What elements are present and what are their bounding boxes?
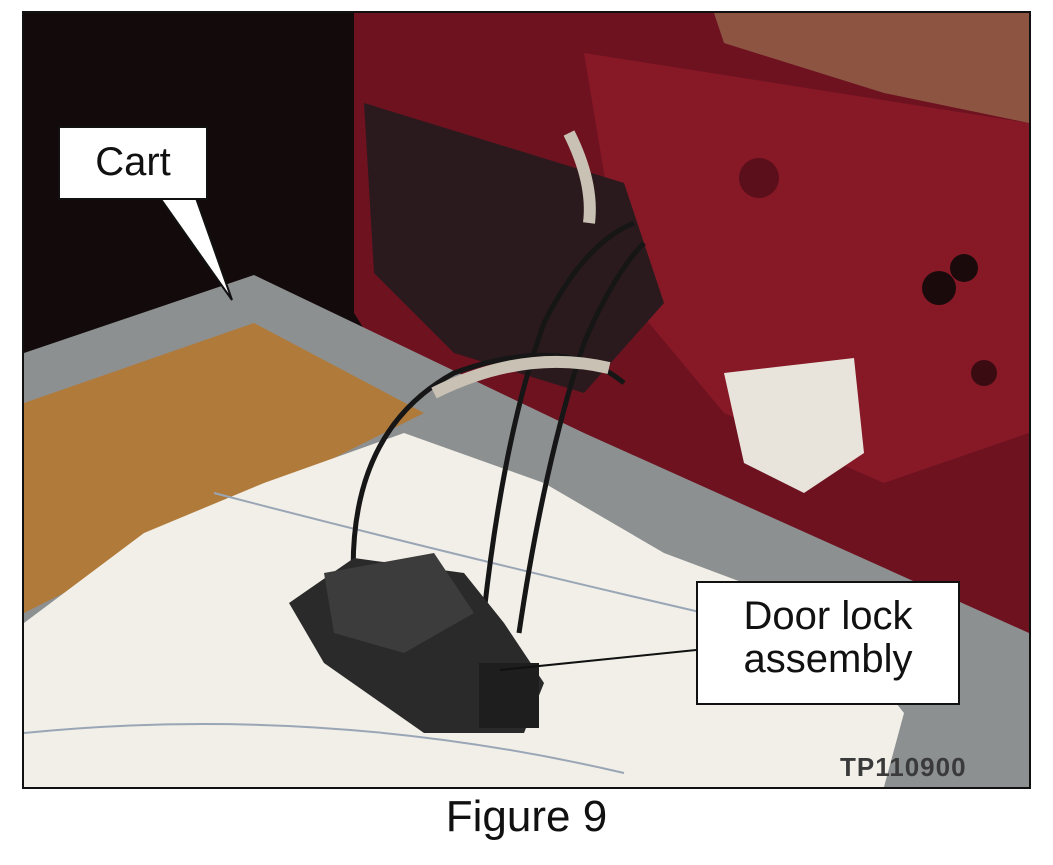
cart-callout-label: Cart bbox=[95, 140, 171, 184]
door-bag bbox=[724, 358, 864, 493]
door-panel-highlight bbox=[584, 53, 1029, 483]
door-boss bbox=[739, 158, 779, 198]
cart-callout: Cart bbox=[58, 126, 208, 200]
window-frame bbox=[714, 13, 1029, 123]
cloth-stripe bbox=[213, 492, 705, 614]
cart-cardboard bbox=[24, 323, 424, 613]
figure-caption: Figure 9 bbox=[445, 792, 608, 841]
door-lock-callout: Door lock assembly bbox=[696, 581, 960, 705]
door-hole bbox=[950, 254, 978, 282]
door-lock-housing bbox=[324, 553, 474, 653]
cable-sheath bbox=[431, 355, 611, 399]
cloth-stripe bbox=[24, 723, 625, 774]
door-hole bbox=[922, 271, 956, 305]
lock-cable bbox=[481, 220, 635, 614]
cable-sheath bbox=[563, 130, 596, 224]
photo-id: TP110900 bbox=[840, 752, 967, 782]
door-lock-callout-line1: Door lock bbox=[743, 594, 913, 638]
door-lock-connector bbox=[479, 663, 539, 728]
door-hole bbox=[971, 360, 997, 386]
lock-cable bbox=[516, 241, 646, 634]
door-lock-callout-line2: assembly bbox=[743, 637, 913, 682]
